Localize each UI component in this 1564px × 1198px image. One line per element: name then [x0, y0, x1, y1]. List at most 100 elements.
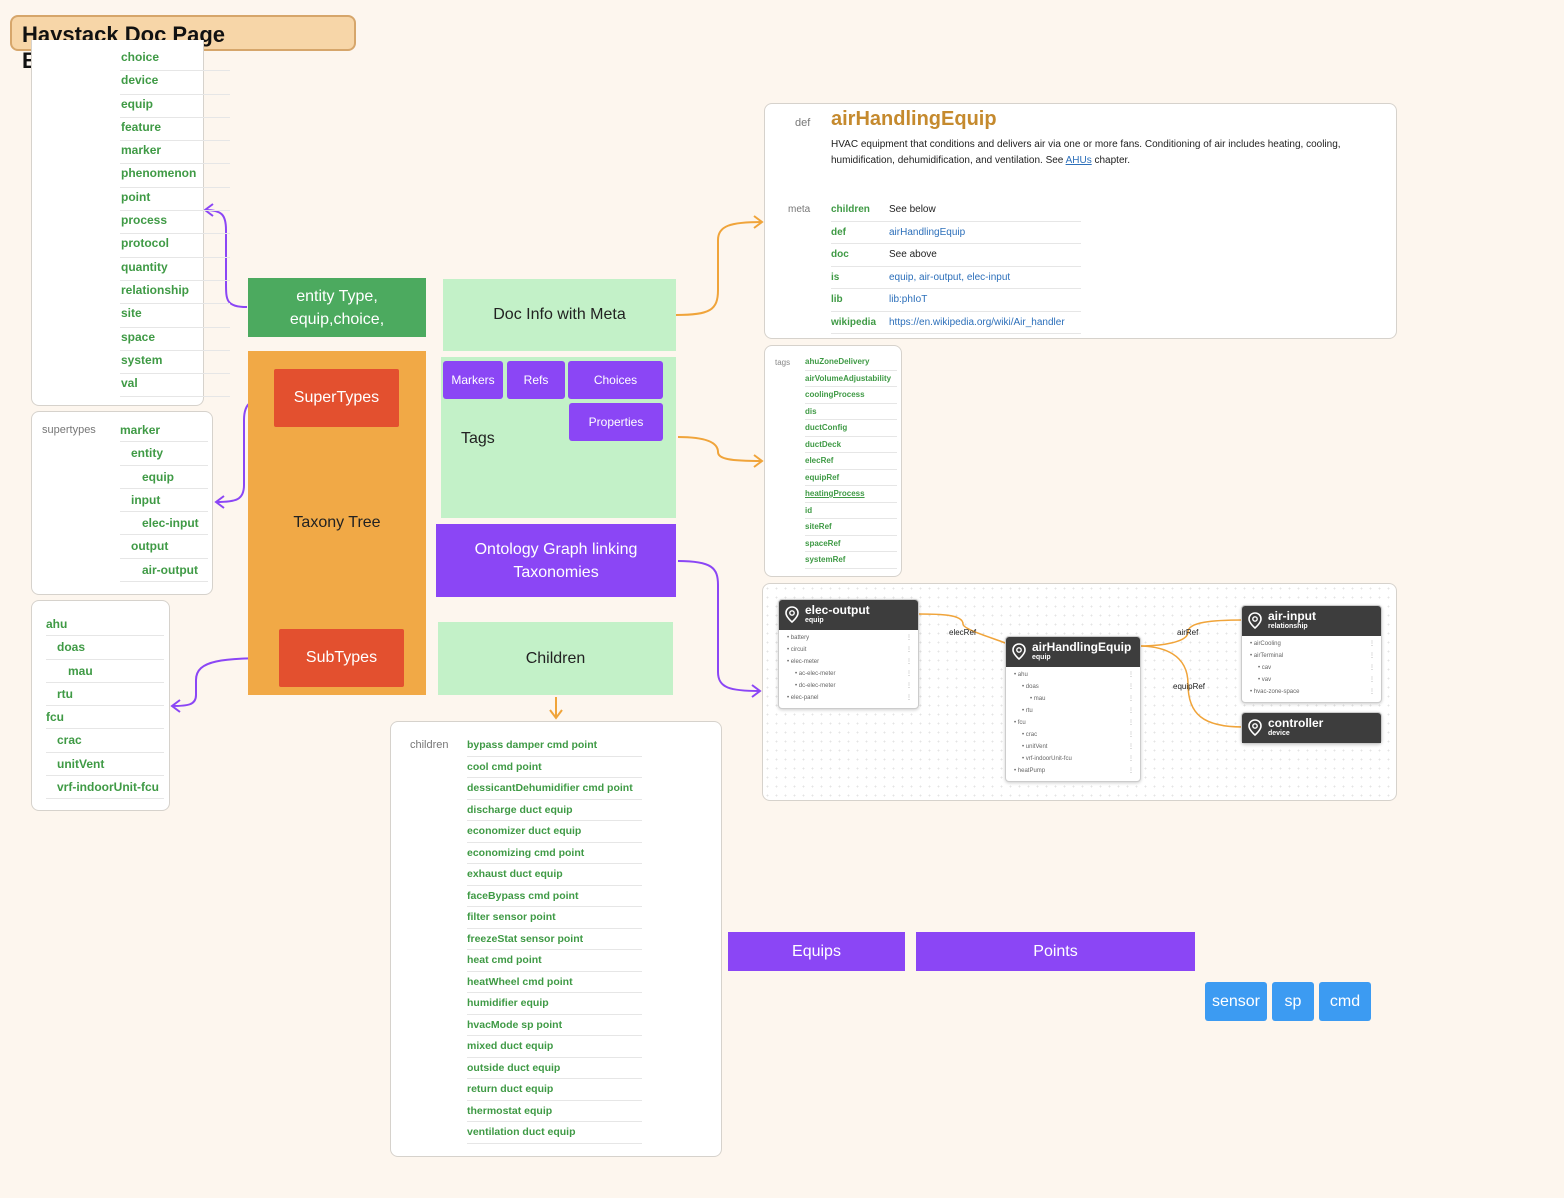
graph-node-row[interactable]: • battery — [779, 632, 918, 644]
supertype-item[interactable]: input — [120, 489, 208, 513]
meta-value[interactable]: equip, air-output, elec-input — [889, 271, 1011, 283]
graph-node-row[interactable]: • airCooling — [1242, 638, 1381, 650]
entity-type-item[interactable]: protocol — [120, 234, 230, 258]
tag-item[interactable]: airVolumeAdjustability — [805, 371, 897, 387]
subtype-item[interactable]: rtu — [46, 683, 164, 707]
entity-type-item[interactable]: space — [120, 328, 230, 351]
child-item[interactable]: economizer duct equip — [467, 821, 642, 843]
graph-node-row[interactable]: • vrf-indoorUnit-fcu — [1006, 753, 1140, 765]
supertype-item[interactable]: elec-input — [120, 512, 208, 536]
graph-node-row[interactable]: • hvac-zone-space — [1242, 686, 1381, 698]
children-sticky[interactable]: Children — [438, 622, 673, 695]
tag-item[interactable]: elecRef — [805, 453, 897, 470]
child-item[interactable]: ventilation duct equip — [467, 1122, 642, 1144]
subtype-item[interactable]: unitVent — [46, 753, 164, 777]
child-item[interactable]: mixed duct equip — [467, 1036, 642, 1058]
child-item[interactable]: heatWheel cmd point — [467, 972, 642, 993]
child-item[interactable]: hvacMode sp point — [467, 1015, 642, 1036]
child-item[interactable]: humidifier equip — [467, 993, 642, 1015]
entity-type-item[interactable]: choice — [120, 48, 230, 72]
points-sticky[interactable]: Points — [916, 932, 1195, 971]
supertype-item[interactable]: entity — [120, 442, 208, 466]
tag-item[interactable]: ductDeck — [805, 437, 897, 453]
tag-item[interactable]: id — [805, 503, 897, 519]
child-item[interactable]: discharge duct equip — [467, 800, 642, 821]
tag-item[interactable]: siteRef — [805, 519, 897, 536]
entity-type-item[interactable]: system — [120, 351, 230, 375]
tag-item[interactable]: ductConfig — [805, 420, 897, 437]
entity-type-item[interactable]: feature — [120, 118, 230, 142]
tag-item[interactable]: ahuZoneDelivery — [805, 354, 897, 371]
entity-type-item[interactable]: phenomenon — [120, 164, 230, 188]
child-item[interactable]: heat cmd point — [467, 950, 642, 972]
refs-chip[interactable]: Refs — [507, 361, 565, 399]
doc-info-sticky[interactable]: Doc Info with Meta — [443, 279, 676, 351]
markers-chip[interactable]: Markers — [443, 361, 503, 399]
tag-item[interactable]: equipRef — [805, 470, 897, 486]
subtype-item[interactable]: fcu — [46, 706, 164, 730]
entity-type-item[interactable]: site — [120, 304, 230, 328]
graph-node-row[interactable]: • elec-meter — [779, 656, 918, 668]
properties-chip[interactable]: Properties — [569, 403, 663, 441]
ontology-sticky[interactable]: Ontology Graph linking Taxonomies — [436, 524, 676, 597]
entity-type-item[interactable]: device — [120, 71, 230, 95]
tag-item[interactable]: systemRef — [805, 552, 897, 569]
tag-item[interactable]: dis — [805, 404, 897, 420]
taxonomy-tree-sticky[interactable]: SuperTypes Taxony Tree SubTypes — [248, 351, 426, 695]
subtype-item[interactable]: vrf-indoorUnit-fcu — [46, 776, 164, 800]
child-item[interactable]: bypass damper cmd point — [467, 735, 642, 757]
child-item[interactable]: cool cmd point — [467, 757, 642, 778]
graph-node-row[interactable]: • ahu — [1006, 669, 1140, 681]
tag-item[interactable]: heatingProcess — [805, 486, 897, 503]
entity-type-item[interactable]: relationship — [120, 281, 230, 305]
entity-type-item[interactable]: point — [120, 188, 230, 212]
supertype-item[interactable]: marker — [120, 419, 208, 443]
graph-node-row[interactable]: • elec-panel — [779, 692, 918, 704]
graph-node-row[interactable]: • doas — [1006, 681, 1140, 693]
graph-node-row[interactable]: • mau — [1006, 693, 1140, 705]
def-card[interactable]: def airHandlingEquip HVAC equipment that… — [764, 103, 1397, 339]
graph-node-row[interactable]: • heatPump — [1006, 765, 1140, 777]
tag-item[interactable]: spaceRef — [805, 536, 897, 552]
equips-sticky[interactable]: Equips — [728, 932, 905, 971]
entity-type-item[interactable]: marker — [120, 141, 230, 165]
child-item[interactable]: return duct equip — [467, 1079, 642, 1101]
subtype-item[interactable]: doas — [46, 636, 164, 660]
subtype-item[interactable]: crac — [46, 729, 164, 753]
child-item[interactable]: outside duct equip — [467, 1058, 642, 1079]
child-item[interactable]: thermostat equip — [467, 1101, 642, 1122]
cmd-sticky[interactable]: cmd — [1319, 982, 1371, 1021]
graph-node-row[interactable]: • cav — [1242, 662, 1381, 674]
tag-item[interactable]: coolingProcess — [805, 387, 897, 404]
supertype-item[interactable]: equip — [120, 466, 208, 489]
child-item[interactable]: filter sensor point — [467, 907, 642, 929]
subtype-item[interactable]: ahu — [46, 613, 164, 637]
graph-node-row[interactable]: • vav — [1242, 674, 1381, 686]
entity-type-sticky[interactable]: entity Type, equip,choice, — [248, 278, 426, 337]
graph-node-row[interactable]: • fcu — [1006, 717, 1140, 729]
entity-type-item[interactable]: process — [120, 211, 230, 235]
entity-type-item[interactable]: quantity — [120, 258, 230, 281]
meta-value[interactable]: airHandlingEquip — [889, 226, 966, 238]
supertype-item[interactable]: air-output — [120, 559, 208, 583]
meta-value[interactable]: lib:phIoT — [889, 294, 928, 305]
choices-chip[interactable]: Choices — [568, 361, 663, 399]
tags-sticky[interactable]: Markers Refs Choices Properties Tags — [441, 357, 676, 518]
child-item[interactable]: exhaust duct equip — [467, 864, 642, 886]
ahus-link[interactable]: AHUs — [1065, 155, 1092, 166]
graph-node-row[interactable]: • rtu — [1006, 705, 1140, 717]
graph-node-row[interactable]: • circuit — [779, 644, 918, 656]
graph-node-row[interactable]: • dc-elec-meter — [779, 680, 918, 692]
meta-value[interactable]: https://en.wikipedia.org/wiki/Air_handle… — [889, 316, 1065, 328]
entity-type-item[interactable]: val — [120, 374, 230, 398]
supertypes-sticky[interactable]: SuperTypes — [274, 369, 399, 427]
sensor-sticky[interactable]: sensor — [1205, 982, 1267, 1021]
